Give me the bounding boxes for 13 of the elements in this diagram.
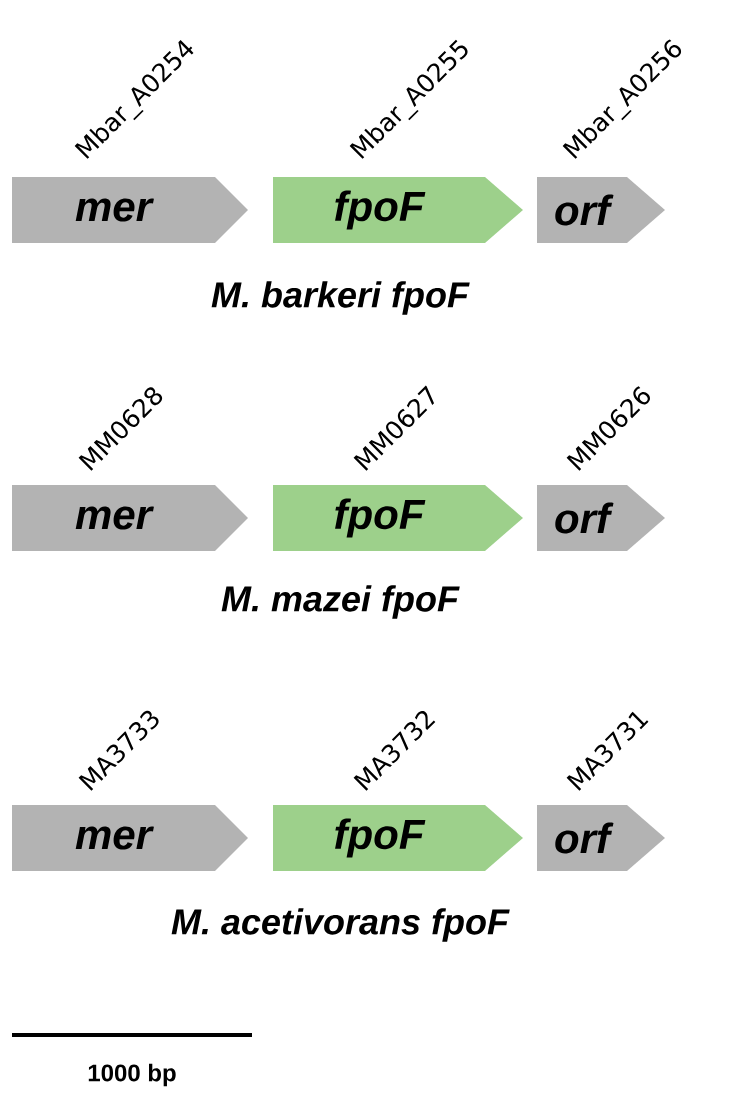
gene-block: orf	[537, 177, 665, 243]
gene-block: mer	[12, 805, 248, 871]
scale-label: 1000 bp	[88, 1063, 176, 1087]
species-title: M. acetivorans fpoF	[171, 908, 510, 942]
gene-block: fpoF	[273, 485, 523, 551]
gene-block: orf	[537, 485, 665, 551]
gene-block: fpoF	[273, 805, 523, 871]
gene-block: mer	[12, 177, 248, 243]
gene-block: orf	[537, 805, 665, 871]
gene-block: mer	[12, 485, 248, 551]
species-title: M. mazei fpoF	[221, 585, 460, 619]
species-title: M. barkeri fpoF	[211, 281, 470, 315]
gene-block: fpoF	[273, 177, 523, 243]
